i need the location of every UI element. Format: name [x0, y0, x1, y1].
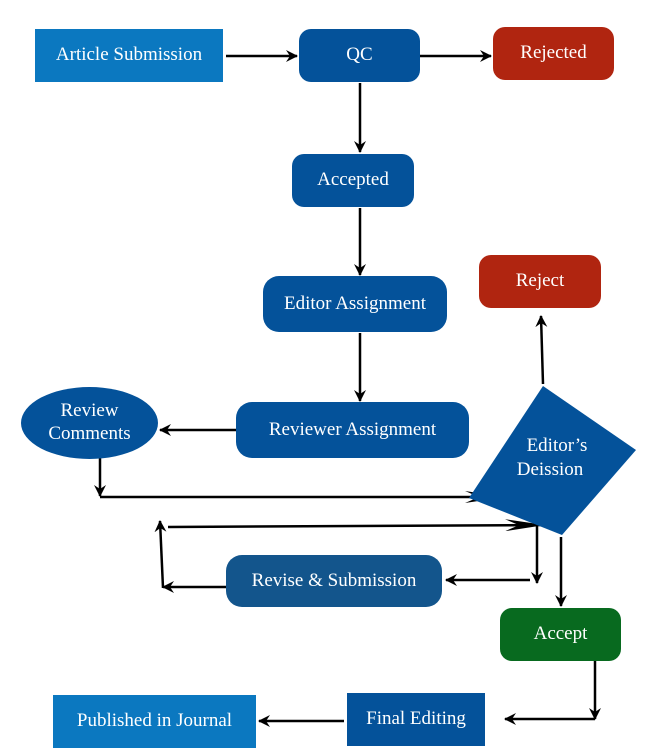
node-published[interactable]: Published in Journal — [53, 695, 256, 748]
node-rejected[interactable]: Rejected — [493, 27, 614, 80]
node-label: Editor Assignment — [284, 292, 426, 314]
decision-label-line1: Editor’s — [526, 435, 588, 456]
editors-decision-diamond[interactable] — [469, 386, 636, 535]
decision-label-line2: Deission — [516, 458, 584, 480]
node-accept[interactable]: Accept — [500, 608, 621, 661]
node-article-submission[interactable]: Article Submission — [35, 29, 223, 82]
node-reject[interactable]: Reject — [479, 255, 601, 308]
node-reviewer-assignment[interactable]: Reviewer Assignment — [236, 402, 469, 458]
node-editor-assignment[interactable]: Editor Assignment — [263, 276, 447, 332]
node-label: Rejected — [520, 42, 587, 64]
arrow-loop-up — [154, 520, 167, 589]
node-label: QC — [346, 44, 373, 66]
node-label: Article Submission — [55, 44, 203, 66]
decision-label: Editor’s Deission — [500, 434, 600, 482]
node-review-comments[interactable]: Review Comments — [21, 387, 158, 459]
node-final-editing[interactable]: Final Editing — [347, 693, 485, 746]
node-label-line2: Comments — [48, 423, 131, 444]
node-label: Reviewer Assignment — [268, 418, 437, 440]
node-label: Published in Journal — [76, 710, 233, 732]
node-label: Final Editing — [366, 708, 466, 730]
node-label: Reject — [515, 270, 565, 292]
node-qc[interactable]: QC — [299, 29, 420, 82]
arrow-resubmit-to-decision — [167, 519, 546, 532]
node-label: Accepted — [317, 169, 389, 191]
node-label: Revise & Submission — [251, 569, 417, 591]
node-accepted[interactable]: Accepted — [292, 154, 414, 207]
arrow-decision-to-reject — [535, 315, 548, 385]
node-label: Accept — [533, 623, 588, 645]
node-revise-submission[interactable]: Revise & Submission — [226, 555, 442, 607]
node-label-line1: Review — [60, 400, 119, 422]
